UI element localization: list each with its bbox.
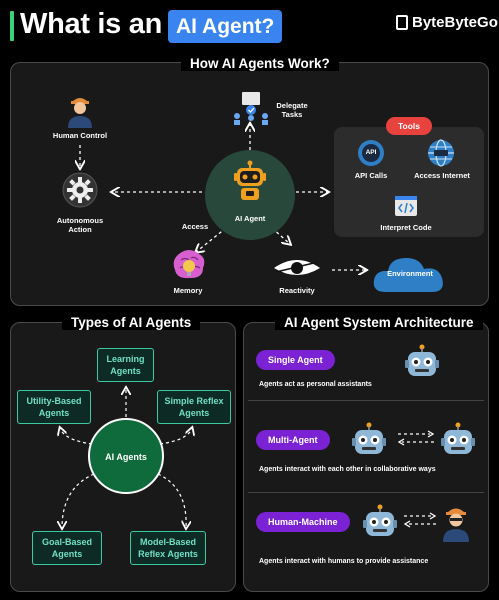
code-icon (395, 196, 417, 216)
model-agents-label-2: Reflex Agents (138, 549, 198, 559)
api-badge-text: API (365, 149, 377, 156)
ai-agent-label: AI Agent (234, 214, 266, 223)
goal-agents-label-2: Agents (51, 549, 83, 559)
robot-head-icon (363, 504, 397, 536)
memory-label: Memory (173, 286, 203, 295)
cloud-icon (373, 258, 443, 292)
utility-agents-label-2: Agents (38, 408, 70, 418)
simple-reflex-label-1: Simple Reflex (164, 396, 224, 406)
top-panel-arrows (0, 0, 499, 320)
architecture-divider-2 (248, 492, 484, 493)
human-control-label: Human Control (52, 131, 108, 140)
delegate-tasks-icon (234, 92, 268, 125)
globe-icon (428, 139, 454, 167)
tools-box (334, 127, 484, 237)
ai-agents-node (88, 418, 164, 494)
delegate-tasks-label-2: Tasks (281, 110, 303, 119)
robot-head-icon (405, 344, 439, 376)
utility-agents-label-1: Utility-Based (26, 396, 82, 406)
single-agent-pill: Single Agent (256, 350, 335, 370)
learning-agents-label-2: Agents (110, 366, 141, 376)
robot-head-icon (441, 422, 475, 454)
robot-icon (234, 160, 266, 200)
api-calls-label: API Calls (354, 171, 388, 180)
exchange-arrows-icon (397, 430, 435, 446)
delegate-tasks-label-1: Delegate (276, 101, 308, 110)
ai-agents-label: AI Agents (105, 452, 147, 462)
simple-reflex-label-2: Agents (178, 408, 210, 418)
tools-badge: Tools (386, 117, 432, 135)
types-title: Types of AI Agents (62, 315, 201, 330)
single-agent-desc: Agents act as personal assistants (259, 381, 372, 388)
autonomous-action-label-2: Action (68, 225, 92, 234)
title-highlight: AI Agent? (168, 10, 283, 43)
autonomous-action-label-1: Autonomous (56, 216, 104, 225)
reactivity-label: Reactivity (279, 286, 315, 295)
gear-icon (62, 172, 98, 208)
architecture-title: AI Agent System Architecture (275, 315, 483, 330)
human-control-icon (68, 98, 92, 128)
human-machine-pill: Human-Machine (256, 512, 350, 532)
human-icon (443, 508, 469, 542)
title-accent-bar (10, 11, 14, 41)
learning-agents-label-1: Learning (106, 354, 145, 364)
multi-agent-desc: Agents interact with each other in colla… (259, 466, 436, 473)
human-machine-desc: Agents interact with humans to provide a… (259, 558, 429, 565)
multi-agent-pill: Multi-Agent (256, 430, 330, 450)
access-label: Access (181, 222, 209, 231)
model-agents-label-1: Model-Based (139, 537, 196, 547)
architecture-divider-1 (248, 400, 484, 401)
page-title: What is an (20, 8, 163, 40)
brain-icon (173, 250, 205, 279)
eye-icon (274, 260, 320, 275)
brand-logo: ByteByteGo (396, 14, 498, 31)
access-internet-label: Access Internet (414, 171, 470, 180)
environment-label: Environment (387, 269, 433, 278)
brand-name: ByteByteGo (412, 14, 498, 31)
brand-icon (396, 15, 408, 30)
how-agents-work-title: How AI Agents Work? (181, 56, 339, 71)
robot-head-icon (352, 422, 386, 454)
interpret-code-label: Interpret Code (380, 223, 432, 232)
exchange-arrows-icon (403, 512, 437, 528)
api-icon (358, 140, 384, 166)
goal-agents-label-1: Goal-Based (41, 537, 92, 547)
